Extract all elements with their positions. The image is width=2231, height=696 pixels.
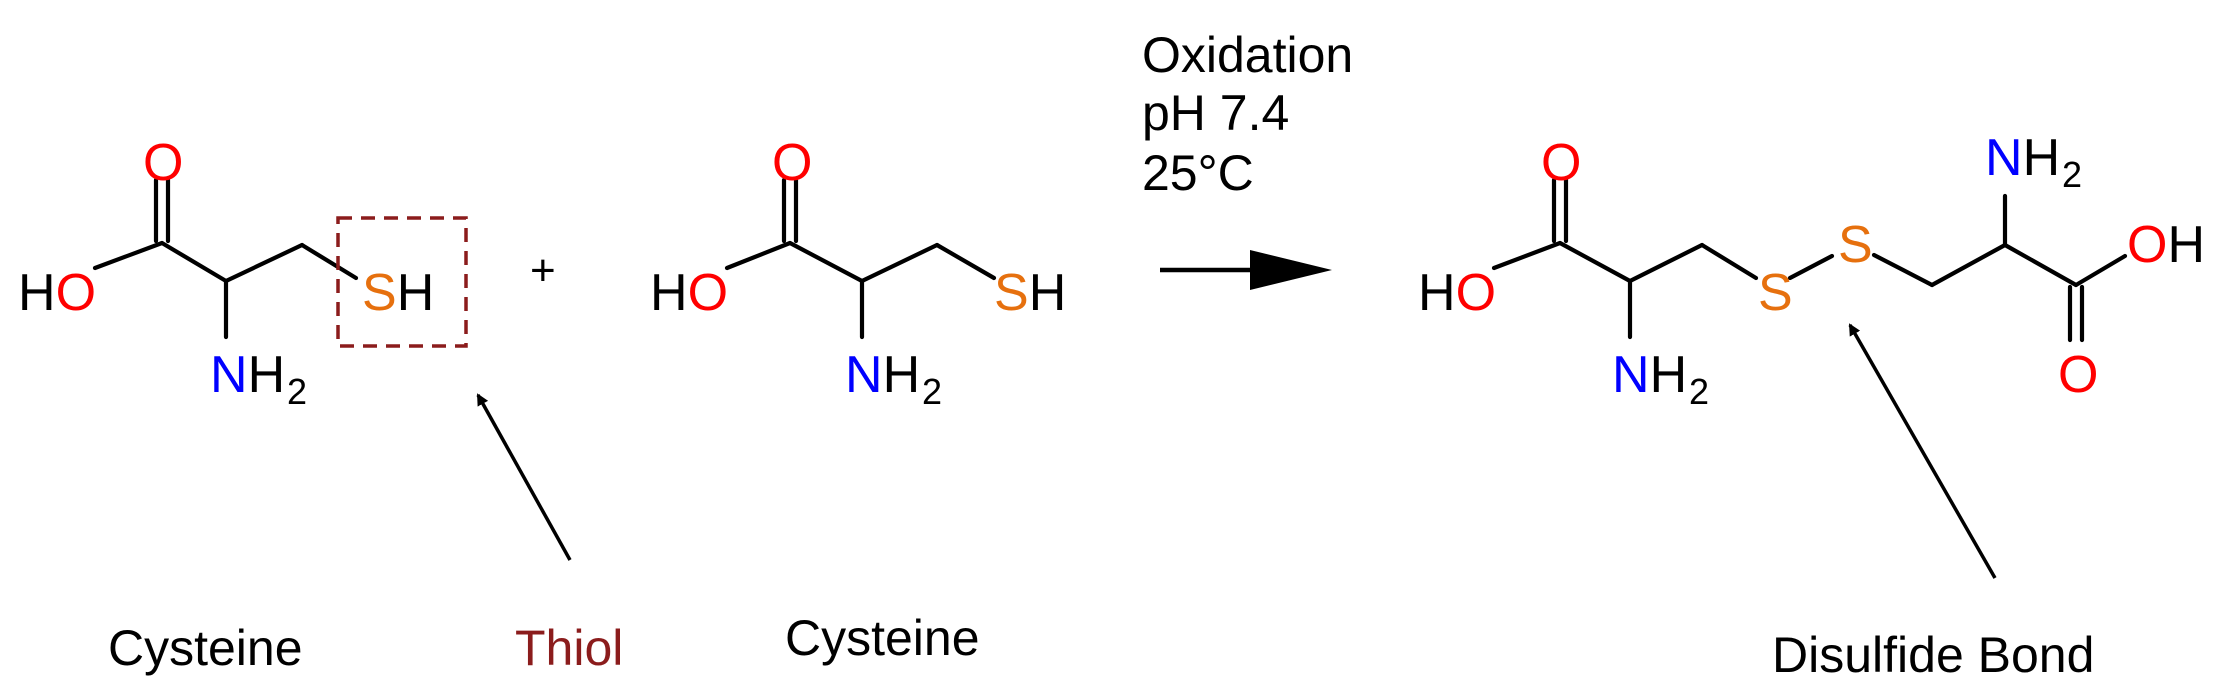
bond-oh-c1	[92, 240, 165, 271]
reactant-cysteine-1: O HO NH 2 SH Cysteine	[18, 134, 468, 676]
amine-group-left: NH	[1612, 346, 1687, 404]
bond-s-c3-right	[1871, 252, 1935, 288]
amine-group: NH	[210, 346, 285, 404]
reaction-arrow-head	[1250, 250, 1332, 290]
carbonyl-oxygen-left: O	[1541, 134, 1581, 192]
condition-temperature: 25°C	[1142, 145, 1254, 201]
amine-group: NH	[845, 346, 920, 404]
reactant-cysteine-2: O HO NH 2 SH Cysteine	[650, 134, 1066, 666]
bond-c3-s	[299, 242, 359, 281]
bond-c1-oh-right	[2073, 253, 2128, 288]
amine-subscript-left: 2	[1689, 371, 1709, 412]
disulfide-pointer-arrow	[1848, 323, 1997, 579]
bond-c2-c3	[859, 242, 940, 284]
amine-subscript-right: 2	[2062, 154, 2082, 195]
bond-disulfide	[1787, 253, 1835, 281]
bond-oh-c1	[724, 240, 793, 271]
carbonyl-oxygen: O	[143, 134, 183, 192]
bond-c3-s-left	[1699, 242, 1759, 281]
bond-c2-c3	[223, 242, 305, 284]
product-cystine: O HO NH 2 S S NH 2 OH O	[1418, 129, 2205, 412]
bond-c1-c2	[787, 240, 865, 284]
bond-c2-c3-left	[1627, 242, 1705, 284]
amine-subscript: 2	[287, 371, 307, 412]
hydroxyl-group: HO	[18, 264, 96, 322]
bond-c2-c1-right	[2002, 242, 2079, 288]
hydroxyl-group-left: HO	[1418, 264, 1496, 322]
thiol-label: Thiol	[515, 620, 623, 676]
disulfide-label: Disulfide Bond	[1772, 627, 2094, 683]
sulfur-right: S	[1838, 216, 1873, 274]
bond-oh-c1-left	[1491, 240, 1563, 271]
reactant-2-caption: Cysteine	[785, 610, 980, 666]
condition-ph: pH 7.4	[1142, 85, 1289, 141]
sulfur-left: S	[1758, 264, 1793, 322]
thiol-group: SH	[362, 264, 434, 322]
bond-c3-c2-right	[1929, 242, 2008, 288]
plus-sign: +	[530, 246, 556, 295]
reaction-arrow	[1160, 250, 1332, 290]
bond-c1-c2	[159, 240, 229, 284]
thiol-highlight-box	[336, 216, 468, 348]
condition-oxidation: Oxidation	[1142, 27, 1353, 83]
bond-c1-c2-left	[1557, 240, 1633, 284]
carbonyl-oxygen: O	[772, 134, 812, 192]
thiol-pointer-arrow	[476, 393, 572, 561]
amine-subscript: 2	[922, 371, 942, 412]
bond-c3-s	[934, 242, 997, 281]
reactant-1-caption: Cysteine	[108, 620, 303, 676]
carbonyl-oxygen-right: O	[2058, 346, 2098, 404]
reaction-conditions: Oxidation pH 7.4 25°C	[1142, 27, 1353, 201]
hydroxyl-group-right: OH	[2127, 216, 2205, 274]
hydroxyl-group: HO	[650, 264, 728, 322]
thiol-group: SH	[994, 264, 1066, 322]
amine-group-right: NH	[1985, 129, 2060, 187]
